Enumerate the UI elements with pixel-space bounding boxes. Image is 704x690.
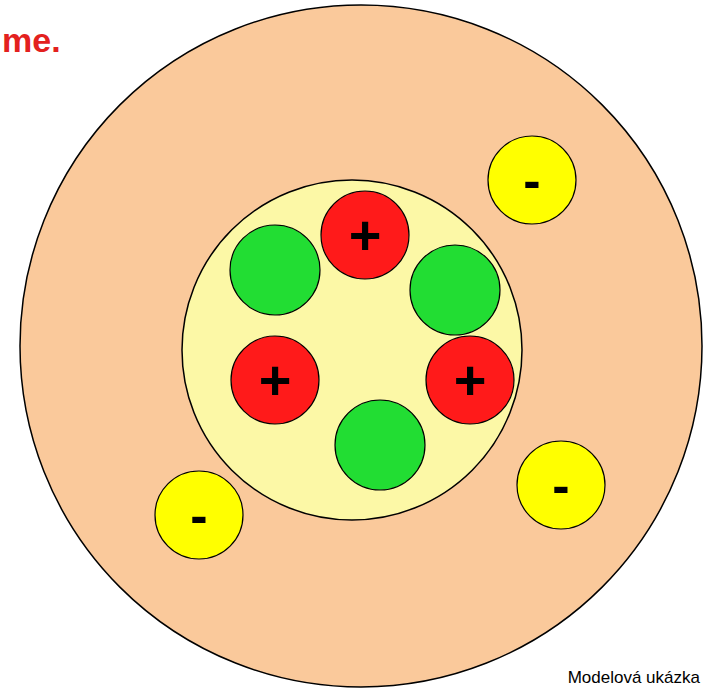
electron-circle	[155, 471, 243, 559]
charge-minus: -	[552, 459, 569, 511]
electron: -	[487, 135, 577, 225]
proton-circle	[231, 336, 319, 424]
charge-minus: -	[190, 489, 207, 541]
proton-circle	[426, 336, 514, 424]
neutron	[335, 400, 425, 490]
nucleus	[182, 180, 522, 520]
proton: +	[425, 335, 515, 425]
charge-plus: +	[259, 352, 292, 408]
electron: -	[154, 470, 244, 560]
neutron	[230, 225, 320, 315]
charge-plus: +	[349, 207, 382, 263]
proton-circle	[321, 191, 409, 279]
charge-plus: +	[454, 352, 487, 408]
proton: +	[230, 335, 320, 425]
electron-shell	[20, 5, 702, 687]
note: Modelová ukázka	[568, 668, 700, 688]
electron-circle	[488, 136, 576, 224]
heading: me.	[2, 22, 61, 59]
proton: +	[320, 190, 410, 280]
neutron	[410, 245, 500, 335]
electron: -	[516, 440, 606, 530]
charge-minus: -	[523, 154, 540, 206]
electron-circle	[517, 441, 605, 529]
